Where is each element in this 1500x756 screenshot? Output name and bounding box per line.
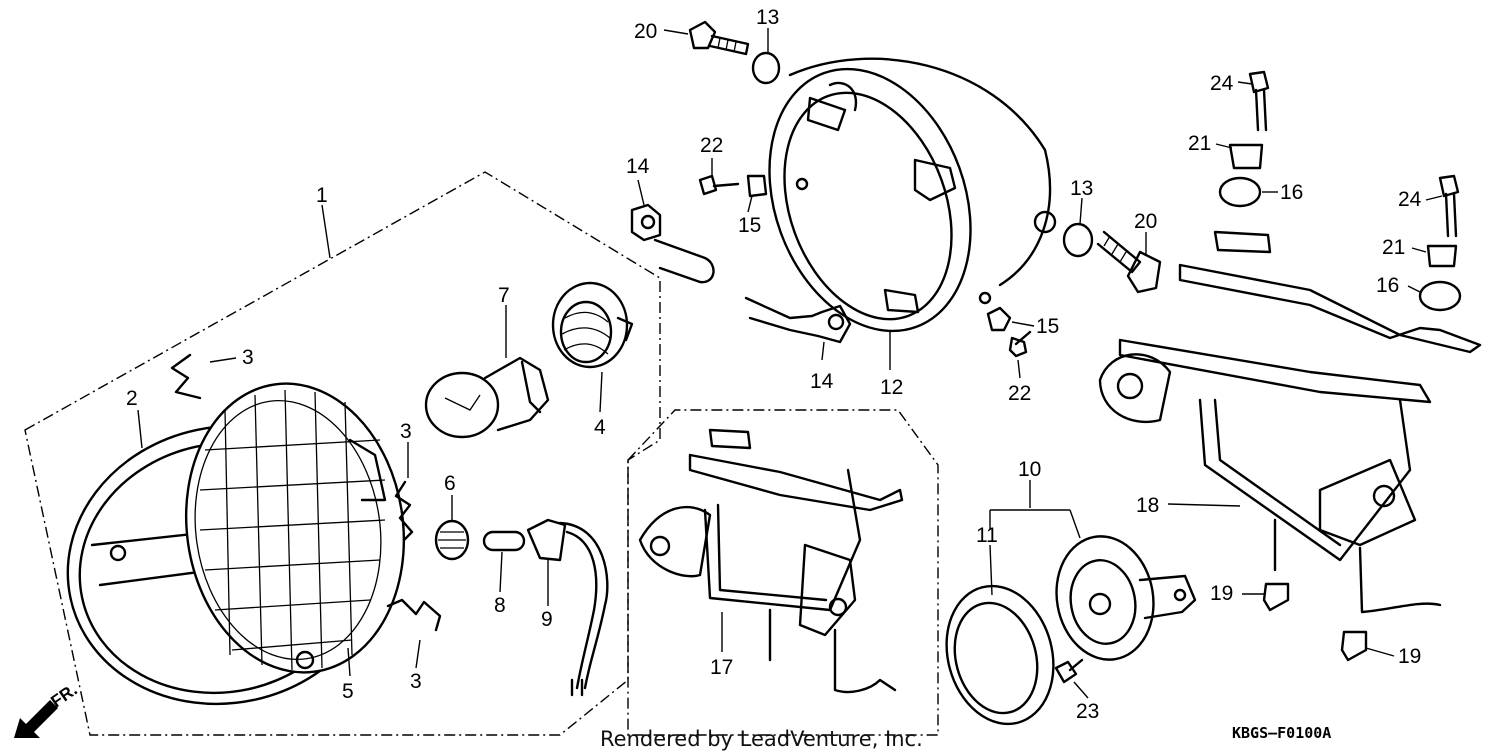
callout-22-lower: 22 — [1008, 382, 1031, 405]
callout-11: 11 — [976, 524, 998, 547]
callout-15-lower: 15 — [1036, 315, 1059, 338]
callout-20-lower: 20 — [1134, 210, 1157, 233]
callout-3-middle: 3 — [400, 420, 412, 443]
screw-grommet-parts — [698, 174, 1032, 358]
callout-6: 6 — [444, 472, 456, 495]
callout-18: 18 — [1136, 494, 1159, 517]
headlight-stay-lower — [638, 428, 904, 694]
front-direction-indicator: FR. — [14, 680, 81, 738]
callout-17: 17 — [710, 656, 733, 679]
callout-3-upper: 3 — [242, 346, 254, 369]
callout-7: 7 — [498, 284, 510, 307]
callout-15-upper: 15 — [738, 214, 761, 237]
callout-3-lower: 3 — [410, 670, 422, 693]
callout-14-lower: 14 — [810, 370, 834, 393]
callout-14-upper: 14 — [626, 155, 650, 178]
setting-spring-parts — [170, 353, 442, 632]
headlight-stay-upper — [1098, 230, 1482, 614]
callout-24-upper: 24 — [1210, 72, 1234, 95]
callout-10: 10 — [1018, 458, 1041, 481]
callout-5: 5 — [342, 680, 354, 703]
horn-parts — [945, 535, 1197, 726]
stay-group-boundary — [627, 409, 939, 736]
rendered-by-credit: Rendered by LeadVenture, Inc. — [600, 727, 923, 751]
callout-23: 23 — [1076, 700, 1099, 723]
callout-21-upper: 21 — [1188, 132, 1211, 155]
headlight-lens-unit — [184, 382, 406, 674]
callout-2: 2 — [126, 387, 138, 410]
diagram-code: KBGS–F0100A — [1232, 724, 1331, 742]
headlight-case — [768, 57, 1057, 333]
callout-20-upper: 20 — [634, 20, 657, 43]
callout-9: 9 — [541, 608, 553, 631]
headlight-bulb — [424, 356, 550, 439]
callout-24-lower: 24 — [1398, 188, 1422, 211]
stay-mount-hardware — [1218, 70, 1462, 662]
headlight-socket — [551, 281, 634, 369]
callout-13-upper: 13 — [756, 6, 779, 29]
callout-4: 4 — [594, 416, 606, 439]
cord-clip-parts — [630, 203, 852, 344]
leader-lines — [137, 28, 1443, 699]
position-light-parts — [434, 518, 609, 697]
callout-16-upper: 16 — [1280, 181, 1303, 204]
callout-19-upper: 19 — [1210, 582, 1233, 605]
callout-8: 8 — [494, 594, 506, 617]
callout-19-lower: 19 — [1398, 645, 1421, 668]
callout-22-upper: 22 — [700, 134, 723, 157]
callout-labels: 1 2 3 3 3 4 5 6 7 8 9 10 11 12 13 13 14 … — [126, 6, 1422, 723]
callout-1: 1 — [316, 184, 328, 207]
callout-13-lower: 13 — [1070, 177, 1093, 200]
case-mount-hardware — [688, 20, 1162, 294]
callout-12: 12 — [880, 376, 903, 399]
front-arrow-icon — [14, 700, 58, 738]
callout-21-lower: 21 — [1382, 236, 1405, 259]
callout-16-lower: 16 — [1376, 274, 1399, 297]
